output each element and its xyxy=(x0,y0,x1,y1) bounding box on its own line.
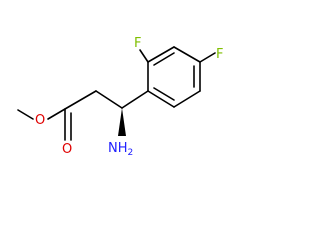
bond-ring-f-para xyxy=(199,52,216,63)
ester-oxygen-label: O xyxy=(35,113,45,128)
bond-chiral-ring xyxy=(121,90,149,109)
bond-ring-inner-c xyxy=(153,87,175,101)
bond-ring-inner-a xyxy=(153,52,175,66)
amine-label: NH2 xyxy=(108,141,133,158)
bond-ring-2 xyxy=(147,46,175,63)
fluorine-para-label: F xyxy=(216,47,223,62)
structure-canvas: O O F F NH2 xyxy=(17,36,223,158)
bond-methyl-o xyxy=(17,109,34,120)
molecule-drawing: O O F F NH2 xyxy=(17,36,223,158)
bond-ch2-chiral xyxy=(95,90,123,109)
bonds xyxy=(17,46,216,141)
bond-ring-5 xyxy=(173,90,201,108)
bond-carbonyl-ch2 xyxy=(64,90,97,110)
bond-ring-f-ortho xyxy=(139,49,149,63)
amine-subscript: 2 xyxy=(128,148,134,158)
carbonyl-oxygen-label: O xyxy=(62,142,72,157)
amine-text: NH xyxy=(108,141,128,156)
fluorine-ortho-label: F xyxy=(134,36,141,51)
bond-ring-6 xyxy=(147,90,175,108)
bond-o-carbonyl xyxy=(47,108,66,120)
wedge-bond-amine xyxy=(118,108,126,136)
bond-ring-3 xyxy=(173,46,201,63)
